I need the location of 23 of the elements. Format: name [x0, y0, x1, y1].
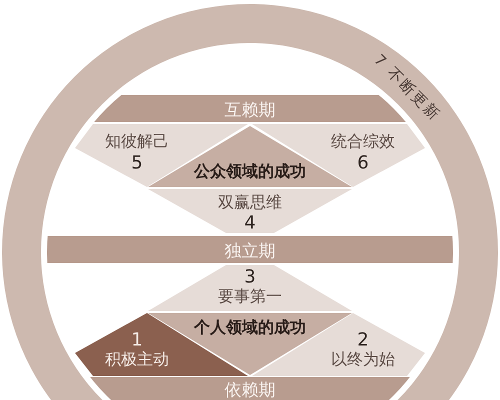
stage-label: 依赖期	[224, 379, 276, 400]
stage-label: 互赖期	[224, 99, 276, 121]
habit-name: 以终为始	[331, 350, 395, 370]
habit-panel	[148, 265, 352, 311]
habit-name: 统合综效	[331, 132, 395, 152]
area-title: 个人领域的成功	[194, 318, 306, 338]
habit-number: 3	[244, 266, 256, 288]
stage-label: 独立期	[224, 240, 276, 262]
habit-panel	[148, 189, 352, 233]
renewal-ring	[2, 4, 498, 400]
habit-number: 5	[131, 152, 143, 174]
area-title: 公众领域的成功	[194, 162, 306, 182]
habit-name: 知彼解己	[105, 132, 169, 152]
habit-number: 6	[357, 152, 369, 174]
ring-label: 7 不断更新	[370, 50, 444, 126]
habit-name: 双赢思维	[218, 192, 282, 214]
habit-number: 4	[244, 212, 256, 234]
stage-band	[90, 377, 410, 400]
habit-name: 要事第一	[218, 286, 282, 308]
habit-number: 1	[131, 330, 143, 350]
habit-number: 2	[357, 330, 369, 350]
stage-band	[47, 236, 453, 263]
habit-name: 积极主动	[105, 350, 169, 370]
